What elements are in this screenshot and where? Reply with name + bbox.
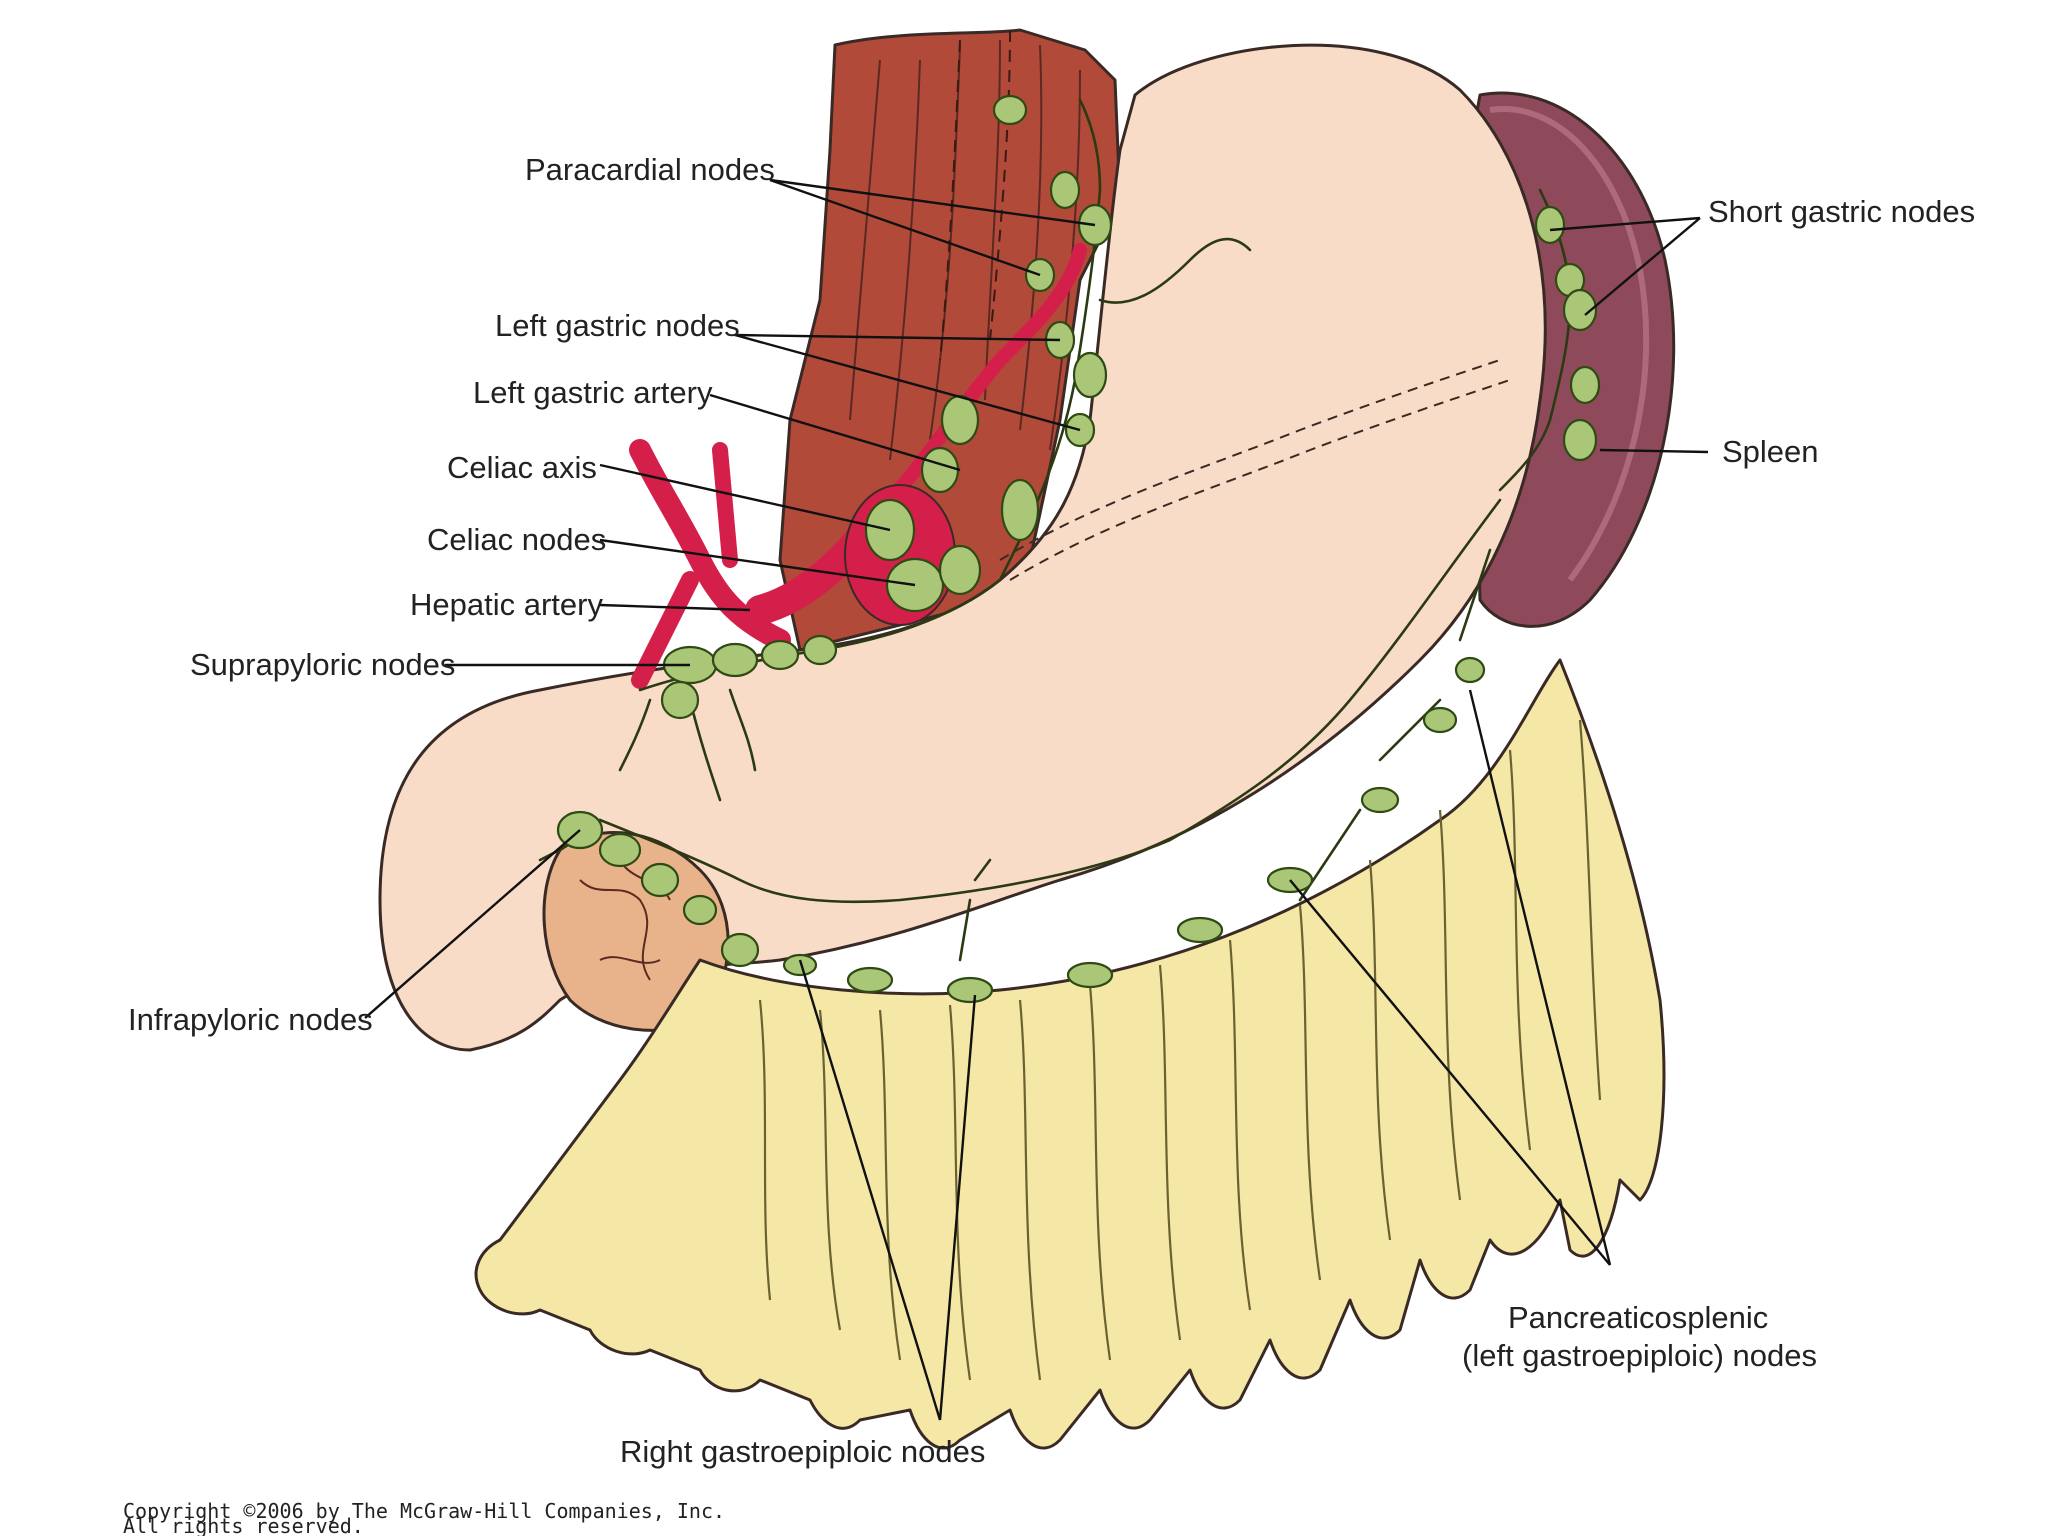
- copyright-line-2: All rights reserved.: [123, 1514, 364, 1536]
- label-spleen: Spleen: [1722, 434, 1819, 469]
- leader-lines: [364, 178, 1709, 1421]
- omentum: [474, 658, 1666, 1450]
- short-gastric-node-group: [1534, 205, 1601, 462]
- label-pancreaticosplenic-line1: Pancreaticosplenic: [1508, 1300, 1768, 1335]
- label-celiac-axis: Celiac axis: [447, 450, 597, 485]
- label-hepatic-artery: Hepatic artery: [410, 587, 603, 622]
- label-suprapyloric-nodes: Suprapyloric nodes: [190, 647, 455, 682]
- paracardial-node-group: [992, 94, 1113, 293]
- label-left-gastric-nodes: Left gastric nodes: [495, 308, 740, 343]
- label-short-gastric-nodes: Short gastric nodes: [1708, 194, 1975, 229]
- suprapyloric-node-group: [660, 634, 838, 720]
- copyright-line-1: Copyright ©2006 by The McGraw-Hill Compa…: [123, 1499, 725, 1523]
- label-left-gastric-artery: Left gastric artery: [473, 375, 713, 410]
- label-right-gastroepiploic-nodes: Right gastroepiploic nodes: [620, 1434, 985, 1469]
- gastroepiploic-node-group: [782, 656, 1486, 1004]
- label-celiac-nodes: Celiac nodes: [427, 522, 606, 557]
- label-infrapyloric-nodes: Infrapyloric nodes: [128, 1002, 373, 1037]
- label-pancreaticosplenic-line2: (left gastroepiploic) nodes: [1462, 1338, 1817, 1373]
- label-paracardial-nodes: Paracardial nodes: [525, 152, 775, 187]
